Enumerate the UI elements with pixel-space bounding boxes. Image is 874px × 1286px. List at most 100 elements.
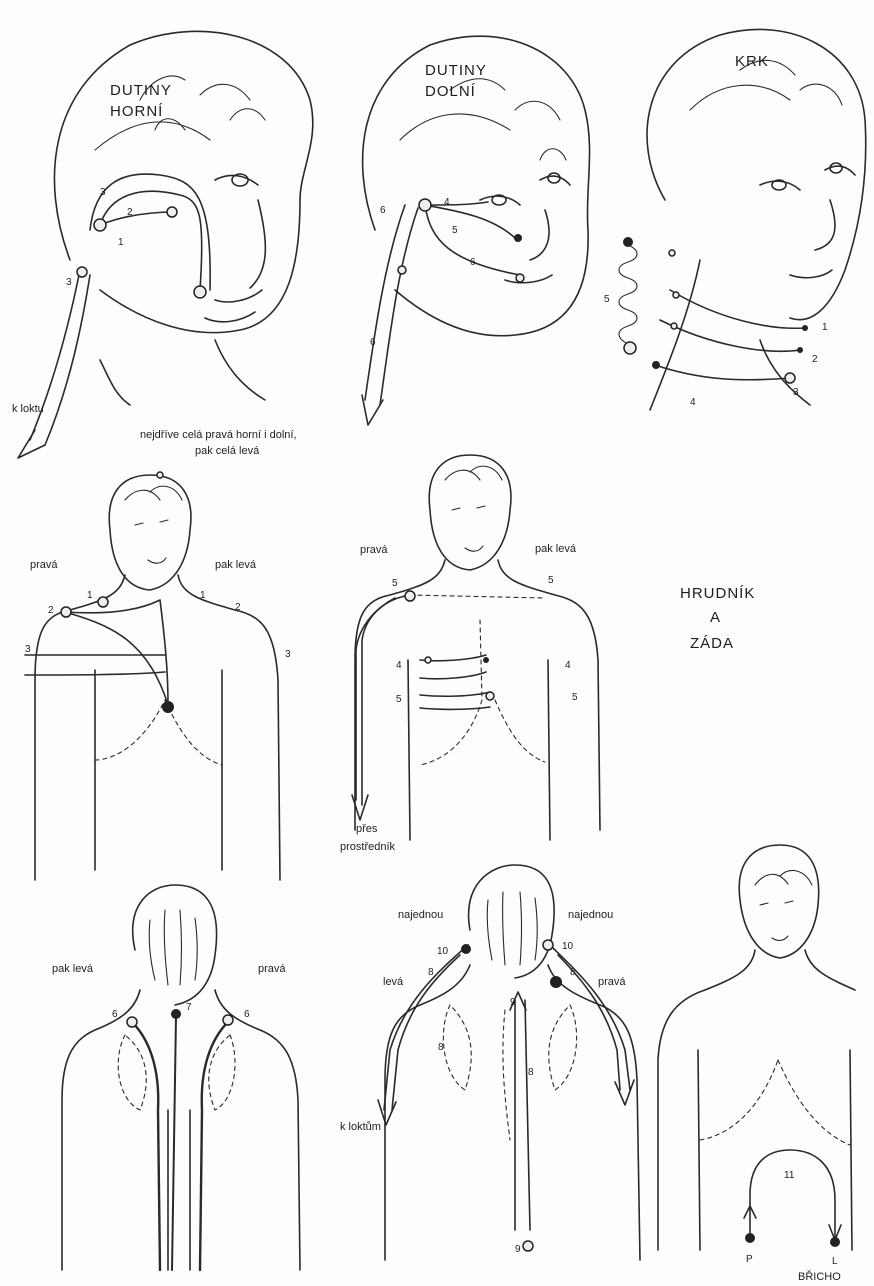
point-number: 2 <box>812 354 818 365</box>
panel-title: DUTINY <box>425 62 487 79</box>
point-number: 2 <box>127 207 133 218</box>
point-2-marker <box>167 207 177 217</box>
point-end-marker <box>162 701 174 713</box>
point-7-marker <box>171 1009 181 1019</box>
side-label: pak levá <box>52 963 94 975</box>
panel-back-left-then-right: pak levá pravá 6 7 6 <box>52 885 300 1270</box>
point-number: 10 <box>437 946 449 957</box>
section-caption: BŘICHO <box>798 1270 841 1283</box>
point-p-marker <box>745 1233 755 1243</box>
section-title: A <box>710 609 721 626</box>
section-title: HRUDNÍK <box>680 585 755 602</box>
point-number: 11 <box>784 1170 795 1181</box>
panel-dutiny-dolni: DUTINY DOLNÍ 4 5 6 6 6 <box>362 36 590 425</box>
point-number: 6 <box>370 337 376 348</box>
point-3-marker <box>77 267 87 277</box>
point-1-marker <box>94 219 106 231</box>
point-10-marker <box>461 944 471 954</box>
side-label: pravá <box>360 544 388 556</box>
crown-marker <box>157 472 163 478</box>
point-label: L <box>832 1256 838 1267</box>
direction-label: přes <box>356 823 378 835</box>
panel-title: HORNÍ <box>110 103 163 120</box>
timing-label: najednou <box>568 909 613 921</box>
panel-dutiny-horni: DUTINY HORNÍ 1 2 3 3 k loktu nejdříve ce… <box>12 31 313 458</box>
point-2-marker <box>61 607 71 617</box>
point-number: 3 <box>285 649 291 660</box>
point-number: 4 <box>690 397 696 408</box>
panel-back-simultaneous: najednou najednou levá pravá k loktům 10… <box>340 865 640 1260</box>
point-4-marker <box>483 657 489 663</box>
spine-top-marker <box>623 237 633 247</box>
point-number: 7 <box>186 1002 192 1013</box>
point-5-marker <box>514 234 522 242</box>
neck-point-marker <box>673 292 679 298</box>
point-number: 5 <box>396 694 402 705</box>
point-10b-marker <box>543 940 553 950</box>
neck-point-marker <box>671 323 677 329</box>
point-number: 10 <box>562 941 574 952</box>
point-1-marker <box>98 597 108 607</box>
point-number: 4 <box>565 660 571 671</box>
panel-title: DUTINY <box>110 82 172 99</box>
point-number: 6 <box>470 257 476 268</box>
panel-section-title: HRUDNÍK A ZÁDA <box>680 585 755 652</box>
point-9-marker <box>523 1241 533 1251</box>
point-number: 1 <box>200 590 206 601</box>
point-6b-marker <box>223 1015 233 1025</box>
point-number: 5 <box>452 225 458 236</box>
point-number: 5 <box>572 692 578 703</box>
neck-point-marker <box>669 250 675 256</box>
point-number: 4 <box>396 660 402 671</box>
panel-chest-right-then-left: pravá pak levá 1 2 3 1 2 3 <box>25 472 291 880</box>
panel-title: KRK <box>735 53 769 70</box>
point-number: 3 <box>66 277 72 288</box>
panel-chest-second: pravá pak levá 5 4 5 5 4 5 přes prostřed… <box>340 455 600 853</box>
side-label: pak levá <box>535 543 577 555</box>
panel-krk: KRK 1 2 3 4 5 <box>604 29 866 410</box>
point-number: 5 <box>548 575 554 586</box>
panel-bricho: 11 P L BŘICHO <box>658 845 855 1283</box>
point-6b-marker <box>398 266 406 274</box>
point-number: 3 <box>793 387 799 398</box>
point-number: 8 <box>570 967 576 978</box>
point-8-marker <box>550 976 562 988</box>
point-number: 8 <box>438 1042 444 1053</box>
point-number: 2 <box>235 602 241 613</box>
direction-label: k loktu <box>12 403 44 415</box>
spine-bottom-marker <box>624 342 636 354</box>
point-number: 1 <box>87 590 93 601</box>
point-nose-marker <box>194 286 206 298</box>
section-title: ZÁDA <box>690 635 734 652</box>
panel-title: DOLNÍ <box>425 83 476 100</box>
point-number: 5 <box>392 578 398 589</box>
side-label: pak levá <box>215 559 257 571</box>
neck-point-marker <box>652 361 660 369</box>
side-label: pravá <box>30 559 58 571</box>
side-label: pravá <box>258 963 286 975</box>
point-number: 6 <box>380 205 386 216</box>
point-number: 6 <box>244 1009 250 1020</box>
point-6-marker <box>516 274 524 282</box>
timing-label: najednou <box>398 909 443 921</box>
instruction-note: pak celá levá <box>195 445 260 457</box>
point-number: 3 <box>25 644 31 655</box>
point-4-marker <box>419 199 431 211</box>
point-number: 6 <box>112 1009 118 1020</box>
point-label: P <box>746 1254 753 1265</box>
point-number: 9 <box>515 1244 521 1255</box>
side-label: levá <box>383 976 404 988</box>
point-2-marker <box>797 347 803 353</box>
point-number: 5 <box>604 294 610 305</box>
point-l-marker <box>830 1237 840 1247</box>
direction-label: prostředník <box>340 841 396 853</box>
side-label: pravá <box>598 976 626 988</box>
point-number: 1 <box>822 322 828 333</box>
point-number: 9 <box>510 997 516 1008</box>
point-5b-marker <box>486 692 494 700</box>
instruction-note: nejdříve celá pravá horní i dolní, <box>140 429 297 441</box>
point-6-marker <box>127 1017 137 1027</box>
point-number: 3 <box>100 187 106 198</box>
point-number: 1 <box>118 237 124 248</box>
